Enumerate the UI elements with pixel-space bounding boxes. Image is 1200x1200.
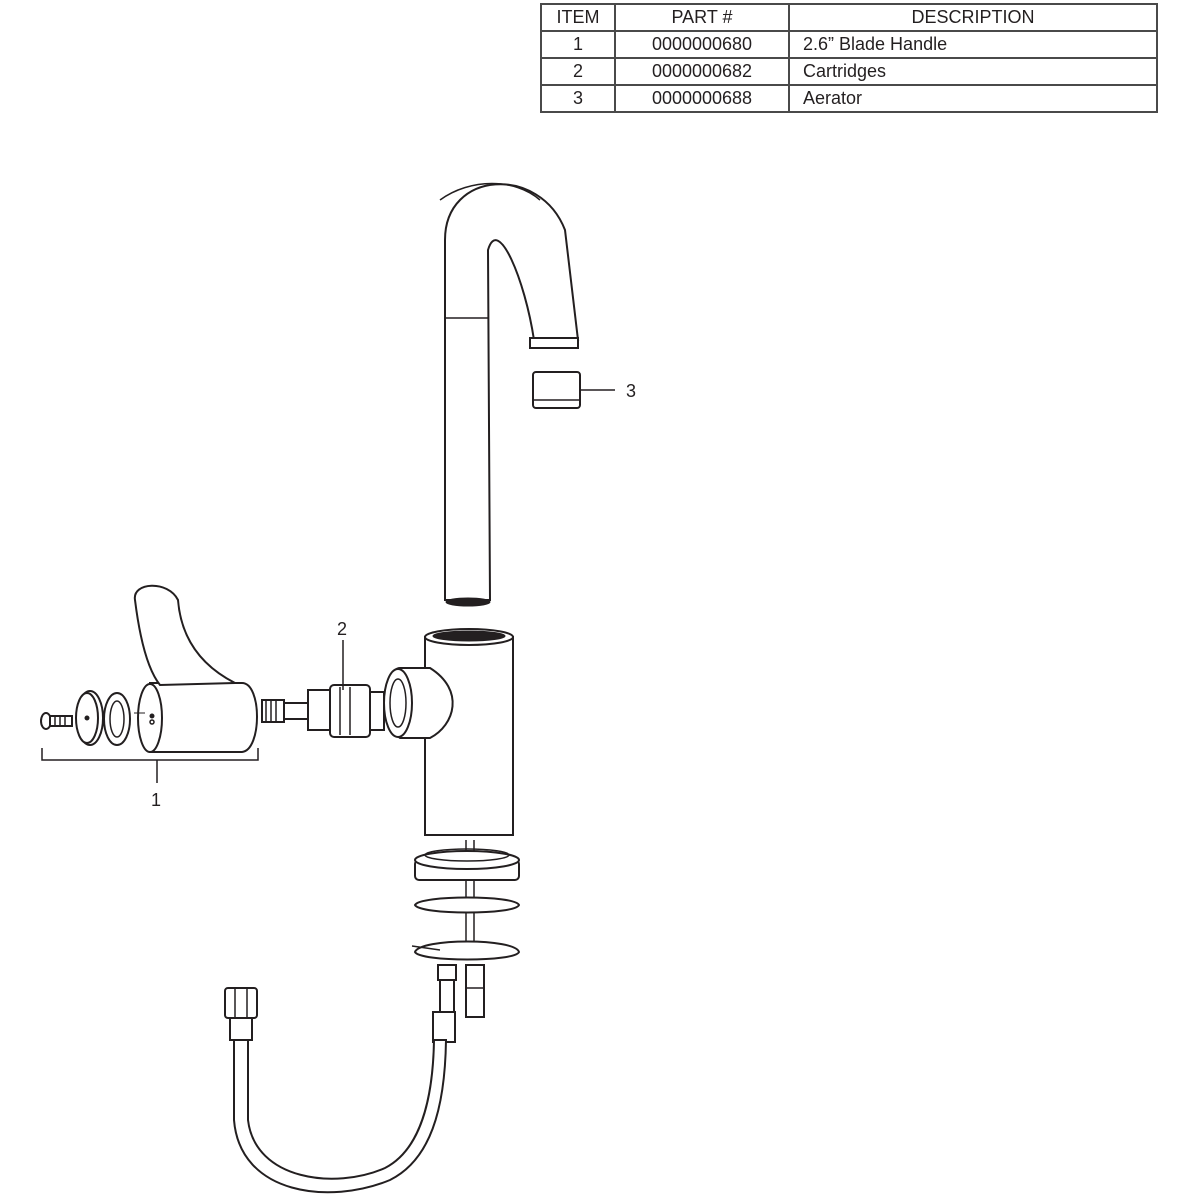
table-row: 3 0000000688 Aerator — [540, 84, 1158, 113]
header-description: DESCRIPTION — [788, 3, 1158, 32]
row-item: 1 — [540, 30, 616, 59]
row-item: 2 — [540, 57, 616, 86]
callout-cartridge: 2 — [337, 619, 347, 639]
row-part-number: 0000000688 — [614, 84, 790, 113]
row-part-number: 0000000680 — [614, 30, 790, 59]
row-description: 2.6” Blade Handle — [788, 30, 1158, 59]
header-part-number: PART # — [614, 3, 790, 32]
header-item: ITEM — [540, 3, 616, 32]
retaining-ring-part — [103, 692, 131, 746]
row-part-number: 0000000682 — [614, 57, 790, 86]
row-item: 3 — [540, 84, 616, 113]
callout-aerator: 3 — [626, 381, 636, 401]
supply-hose — [224, 987, 456, 1194]
handle-cap-part — [75, 690, 104, 746]
row-description: Cartridges — [788, 57, 1158, 86]
parts-table: ITEM PART # DESCRIPTION 1 0000000680 2.6… — [540, 3, 1158, 113]
mounting-hardware — [411, 840, 521, 1018]
aerator-part: 3 — [532, 371, 636, 409]
blade-handle-part — [133, 584, 258, 753]
faucet-body — [383, 628, 514, 836]
blade-handle-assembly: 1 — [40, 584, 259, 810]
table-row: 1 0000000680 2.6” Blade Handle — [540, 30, 1158, 59]
callout-handle: 1 — [151, 790, 161, 810]
cartridge-part: 2 — [261, 619, 385, 738]
parts-table-header-row: ITEM PART # DESCRIPTION — [540, 3, 1158, 32]
gooseneck-spout — [439, 182, 580, 607]
screw-part — [40, 712, 73, 730]
table-row: 2 0000000682 Cartridges — [540, 57, 1158, 86]
row-description: Aerator — [788, 84, 1158, 113]
